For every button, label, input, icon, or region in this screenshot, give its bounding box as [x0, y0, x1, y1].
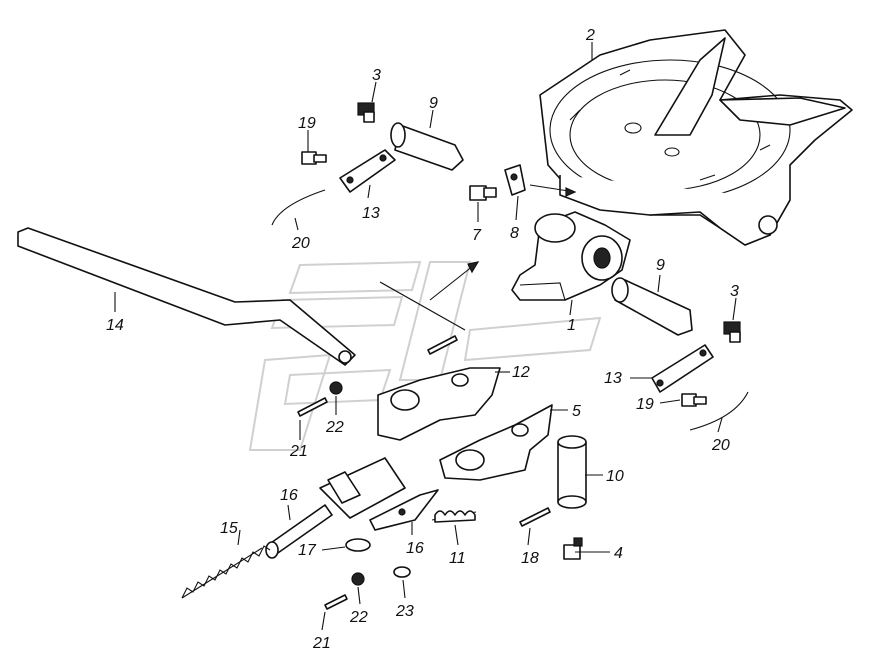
label-part-23: 23: [395, 603, 414, 620]
label-part-16: 16: [280, 487, 298, 504]
cotter-20-upper: [271, 189, 326, 226]
label-part-17: 17: [298, 542, 317, 559]
label-part-4: 4: [614, 545, 623, 562]
label-part-20: 20: [711, 437, 730, 454]
label-part-8: 8: [510, 225, 519, 242]
plate-13-lower: [651, 344, 714, 393]
cotter-20-lower: [689, 391, 749, 431]
label-part-14: 14: [106, 317, 124, 334]
label-part-18: 18: [521, 550, 539, 567]
plate-13-upper: [339, 149, 396, 193]
slide-16: [265, 457, 406, 559]
label-part-9: 9: [429, 95, 438, 112]
washer-23: [393, 566, 411, 578]
bolt-19-lower: [681, 393, 707, 407]
pin-9-lower: [611, 277, 693, 336]
label-part-2: 2: [585, 27, 595, 44]
bolt-7: [469, 185, 497, 201]
bolt-19-upper: [301, 151, 327, 165]
nut-22-upper: [329, 381, 343, 395]
pin-10: [557, 435, 587, 509]
bolt-3-upper: [357, 102, 375, 123]
bracket: [511, 211, 631, 301]
label-part-16: 16: [406, 540, 424, 557]
label-part-11: 11: [449, 550, 466, 567]
assembly-arrow: [379, 281, 466, 331]
arrow-head: [467, 261, 480, 274]
label-part-21: 21: [289, 443, 308, 460]
label-part-1: 1: [567, 317, 576, 334]
nut-22-lower: [351, 572, 365, 586]
label-part-3: 3: [372, 67, 381, 84]
spring-11: [431, 510, 477, 523]
label-part-22: 22: [349, 609, 368, 626]
label-part-21: 21: [312, 635, 331, 652]
lug-8: [504, 164, 526, 196]
label-part-5: 5: [572, 403, 581, 420]
label-part-7: 7: [472, 227, 482, 244]
pin-upper: [427, 335, 458, 355]
washer-17: [345, 538, 371, 552]
label-part-3: 3: [730, 283, 739, 300]
label-part-13: 13: [362, 205, 380, 222]
part-labels: 2 3 9 19 13 20 7 8 1 9 3 13 19 20 14 12 …: [106, 27, 739, 652]
wedge-16: [369, 489, 439, 531]
label-part-19: 19: [636, 396, 654, 413]
label-part-9: 9: [656, 257, 665, 274]
label-part-22: 22: [325, 419, 344, 436]
pin-18: [519, 507, 551, 527]
pin-9-upper: [390, 122, 464, 171]
cotter-21-lower: [324, 594, 348, 610]
bolt-3-lower: [723, 321, 741, 343]
fifth-wheel-plate: [539, 29, 853, 246]
arrow-head: [565, 187, 577, 197]
label-part-12: 12: [512, 364, 530, 381]
label-part-13: 13: [604, 370, 622, 387]
leader-lines: [114, 42, 737, 631]
handle-lever: [17, 227, 356, 366]
spring-15: [181, 545, 271, 599]
label-part-10: 10: [606, 468, 624, 485]
jaw-5: [439, 404, 553, 481]
label-part-19: 19: [298, 115, 316, 132]
grease-fitting-4: [563, 537, 583, 560]
jaw-12: [377, 367, 501, 441]
label-part-15: 15: [220, 520, 238, 537]
cotter-21-upper: [297, 397, 328, 417]
label-part-20: 20: [291, 235, 310, 252]
